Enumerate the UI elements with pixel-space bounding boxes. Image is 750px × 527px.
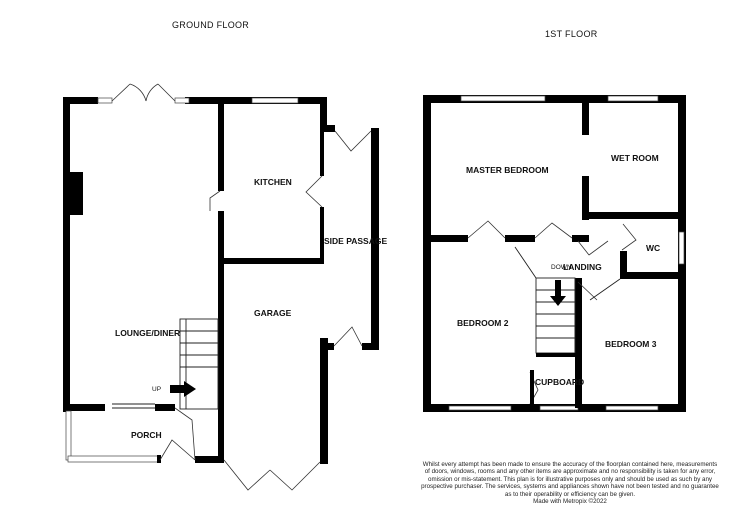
disclaimer-line: omission or mis-statement. This plan is … (428, 475, 712, 483)
first-floor-plan (423, 95, 686, 412)
room-label-porch: PORCH (131, 430, 162, 440)
room-label-master-bedroom: MASTER BEDROOM (466, 165, 549, 175)
room-label-bedroom-3: BEDROOM 3 (605, 339, 657, 349)
disclaimer-line: as to their operability or efficiency ca… (504, 490, 636, 498)
room-label-side-passage: SIDE PASSAGE (324, 236, 387, 246)
ground-floor-title: GROUND FLOOR (172, 20, 250, 30)
room-label-landing: LANDING (563, 262, 602, 272)
room-label-wet-room: WET ROOM (611, 153, 659, 163)
room-label-kitchen: KITCHEN (254, 177, 292, 187)
stairs-down-label: DOWN (551, 264, 572, 271)
room-label-cupboard: CUPBOARD (535, 377, 584, 387)
room-label-garage: GARAGE (254, 308, 292, 318)
disclaimer-line: of doors, windows, rooms and any other i… (424, 468, 716, 476)
disclaimer-line: Made with Metropix ©2022 (533, 498, 607, 506)
room-label-lounge-diner: LOUNGE/DINER (115, 328, 180, 338)
disclaimer-line: prospective purchaser. The services, sys… (421, 483, 719, 491)
room-label-wc: WC (646, 243, 660, 253)
disclaimer-line: Whilst every attempt has been made to en… (422, 461, 718, 468)
disclaimer-text: Whilst every attempt has been made to en… (400, 461, 740, 505)
first-floor-title: 1ST FLOOR (545, 29, 598, 39)
stairs-up-label: UP (152, 386, 161, 393)
ground-floor-plan (63, 83, 379, 491)
room-label-bedroom-2: BEDROOM 2 (457, 318, 509, 328)
